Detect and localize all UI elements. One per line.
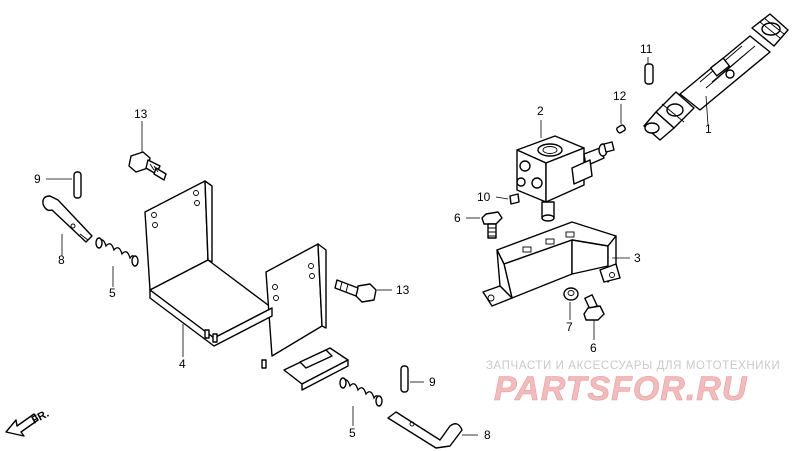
callout-10: 10 (477, 190, 491, 204)
nut-part-7 (563, 287, 579, 301)
gearbox-bracket-part (482, 221, 621, 307)
u-bracket-part-4 (144, 180, 349, 391)
pin-part-9-lower (400, 365, 409, 393)
front-label: FR. (30, 408, 51, 427)
leader-lines (46, 57, 709, 436)
callout-5-lower: 5 (349, 426, 356, 440)
bolt-part-6-upper (481, 211, 503, 239)
bolt-part-13-upper (128, 151, 167, 181)
callout-1: 1 (705, 122, 712, 136)
callout-8-lower: 8 (484, 428, 491, 442)
bolt-part-6-lower (583, 294, 605, 321)
callout-13-upper: 13 (134, 107, 148, 121)
pin-part-11 (644, 63, 654, 85)
callout-6-lower: 6 (590, 341, 597, 355)
pin-part-12 (616, 124, 626, 134)
callout-4: 4 (179, 357, 186, 371)
rod-part-8-upper (42, 195, 93, 243)
watermark-tagline: ЗАПЧАСТИ И АКСЕССУАРЫ ДЛЯ МОТОТЕХНИКИ (486, 360, 780, 372)
callout-3: 3 (634, 251, 641, 265)
watermark: ЗАПЧАСТИ И АКСЕССУАРЫ ДЛЯ МОТОТЕХНИКИ PA… (486, 360, 780, 408)
bolt-part-13-lower (334, 279, 377, 303)
callout-5-upper: 5 (109, 286, 116, 300)
key-part-10 (509, 193, 520, 205)
watermark-brand: PARTSFOR.RU (494, 370, 748, 408)
callout-12: 12 (613, 89, 627, 103)
callout-7: 7 (566, 320, 573, 334)
callout-8-upper: 8 (58, 253, 65, 267)
spring-part-5-upper (95, 237, 139, 267)
callout-13-lower: 13 (396, 283, 410, 297)
spring-part-5-lower (339, 377, 383, 407)
pin-part-9-upper (73, 171, 82, 199)
callout-9-lower: 9 (429, 375, 436, 389)
arrow-icon (5, 413, 39, 437)
callout-labels: 1 2 3 4 5 5 6 6 7 8 8 9 9 10 11 12 13 13 (34, 42, 712, 442)
rod-part-8-lower (387, 411, 463, 449)
callout-9-upper: 9 (34, 172, 41, 186)
steering-shaft-part (643, 13, 789, 141)
callout-6-upper: 6 (454, 211, 461, 225)
gearbox-part (516, 135, 615, 222)
callout-11: 11 (640, 42, 653, 56)
front-direction-marker: FR. (5, 408, 51, 437)
callout-2: 2 (537, 104, 544, 118)
